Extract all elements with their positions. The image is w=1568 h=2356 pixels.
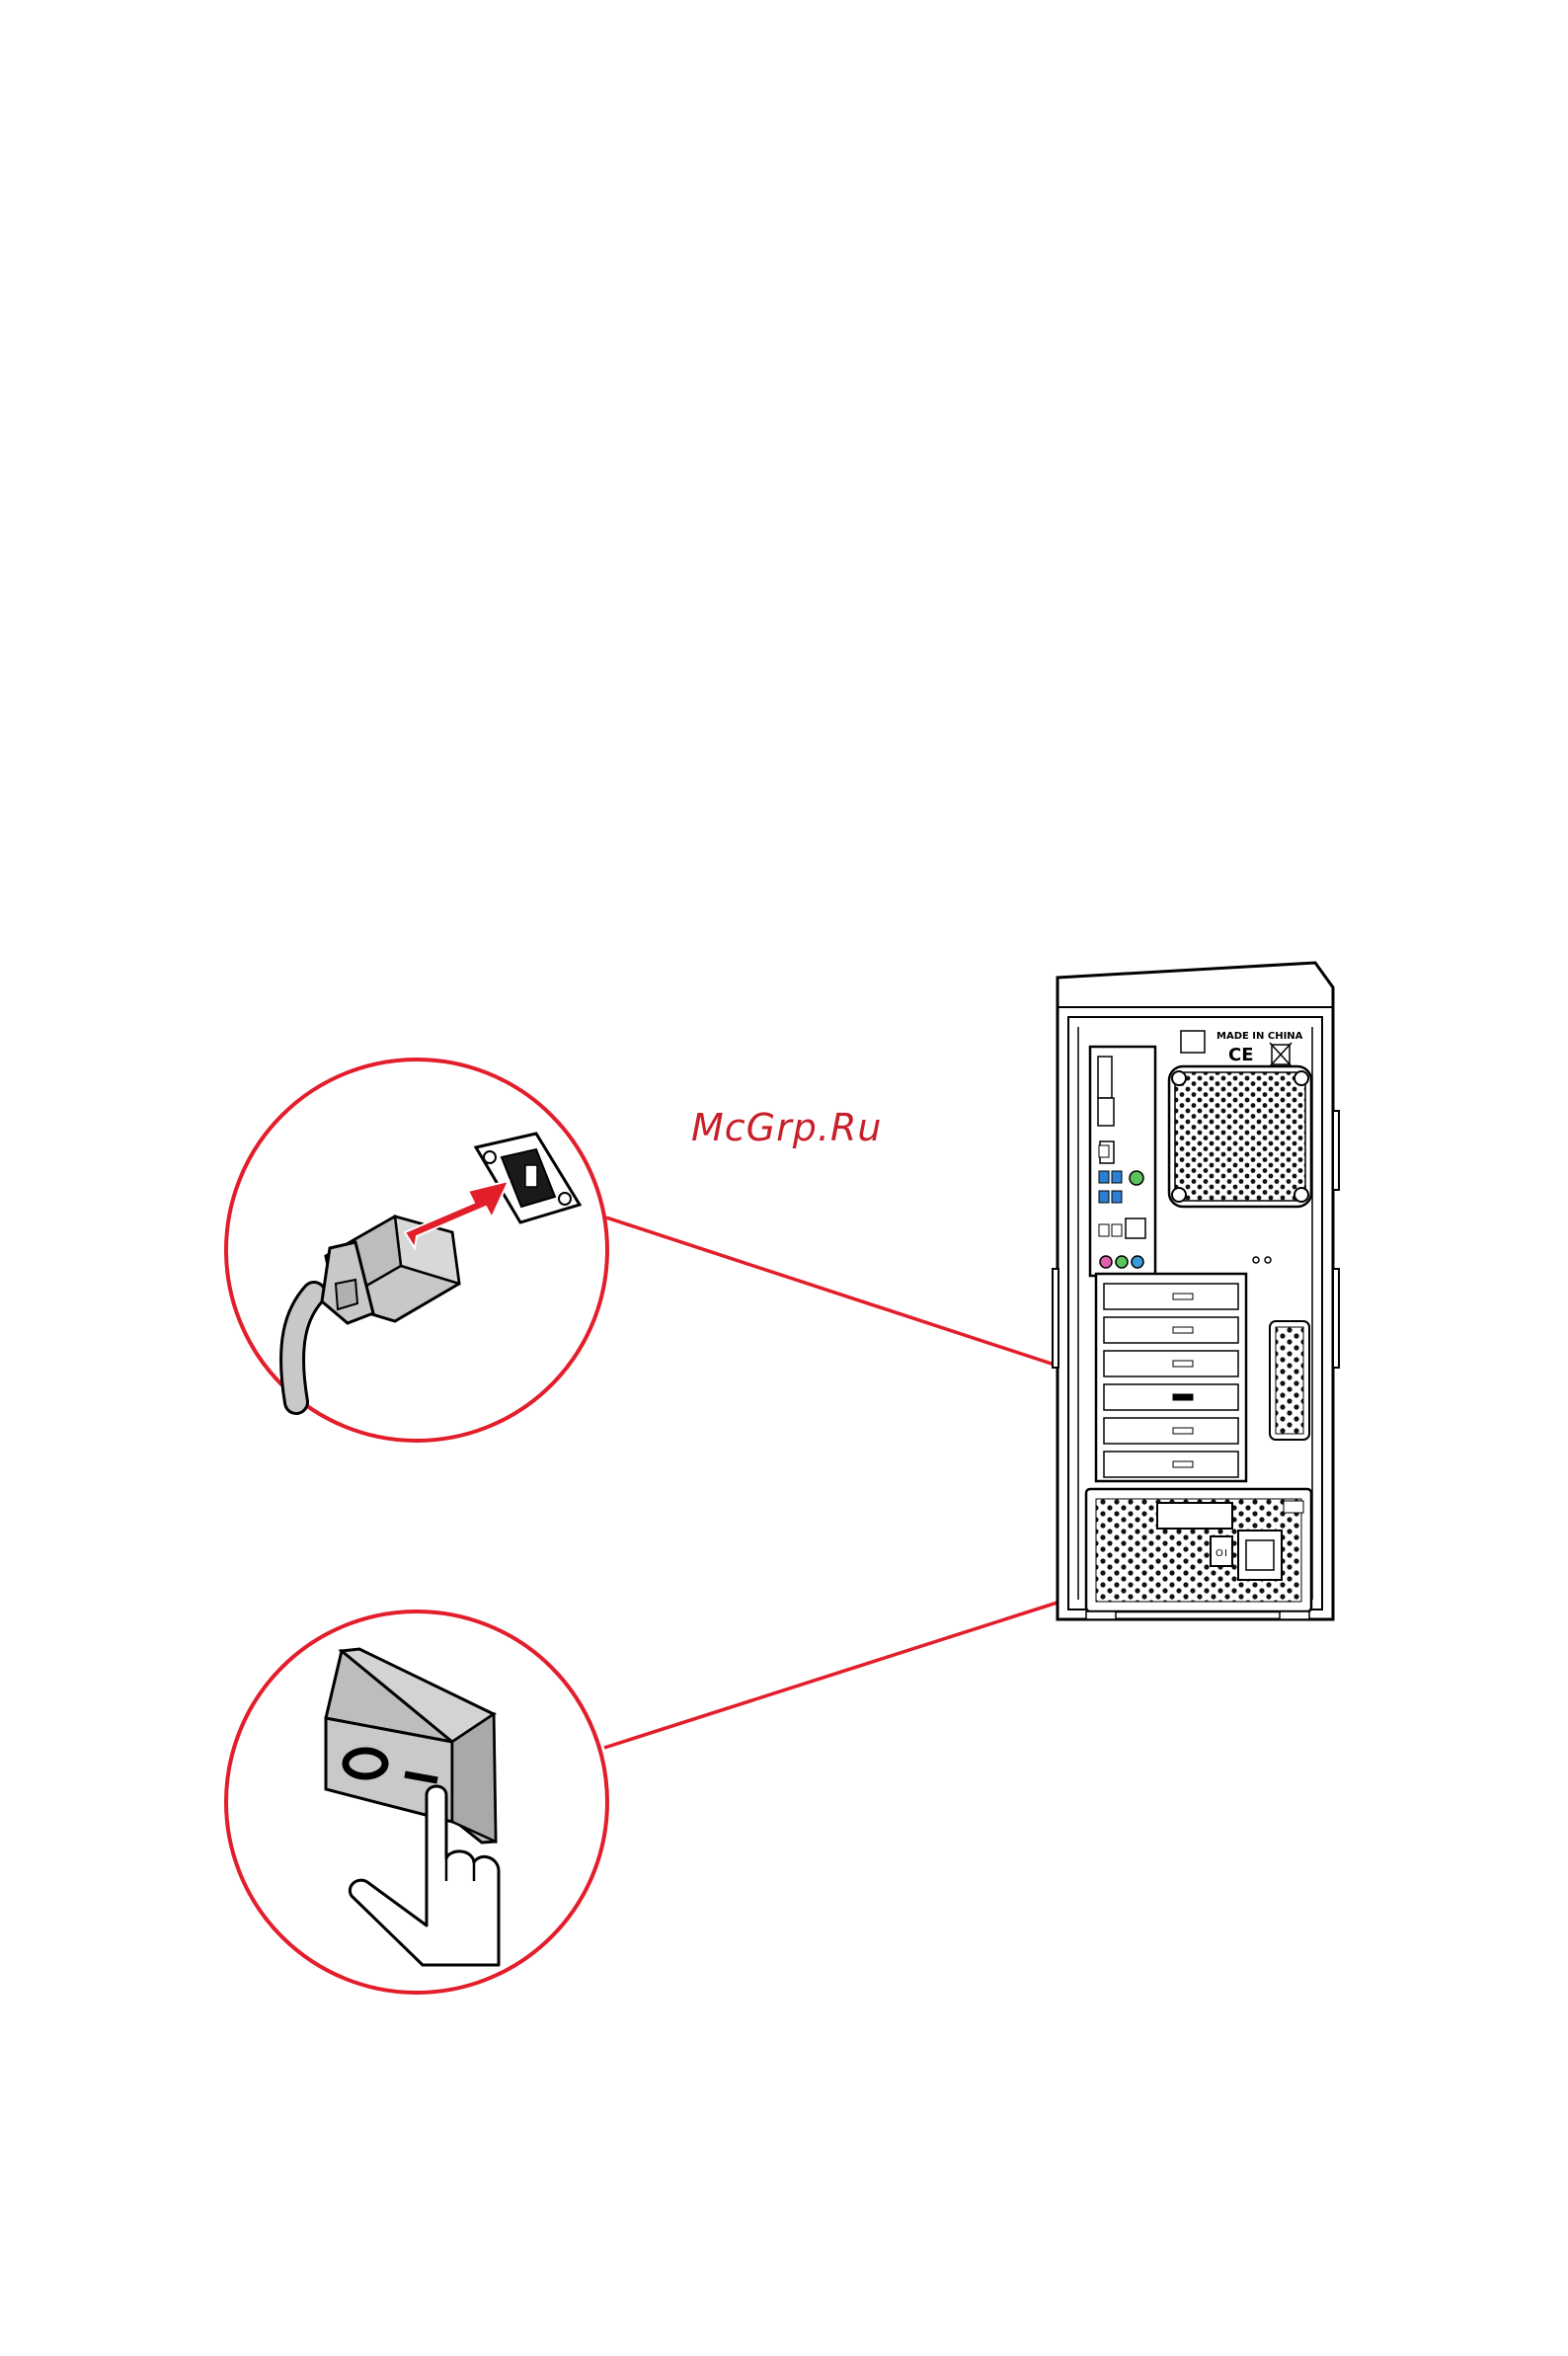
svg-text:CE: CE (1228, 1045, 1254, 1065)
power-switch-callout (226, 1611, 607, 1993)
pc-rear-panel: MADE IN CHINA CE (1053, 963, 1339, 1619)
rear-fan-grill (1169, 1066, 1311, 1207)
audio-jack-pink (1100, 1256, 1112, 1268)
side-vent (1270, 1321, 1309, 1440)
audio-jack-green (1116, 1256, 1128, 1268)
watermark-text: McGrp.Ru (691, 1106, 882, 1149)
power-cord-callout (226, 1060, 607, 1441)
power-supply-unit: O I (1086, 1489, 1311, 1611)
io-shield (1090, 1047, 1155, 1276)
chassis-label: MADE IN CHINA (1216, 1031, 1303, 1042)
svg-text:O: O (1215, 1548, 1223, 1559)
audio-jack-blue (1132, 1256, 1143, 1268)
svg-text:I: I (1224, 1548, 1227, 1559)
expansion-slots (1096, 1274, 1246, 1481)
ground-symbol-box (1181, 1031, 1205, 1053)
